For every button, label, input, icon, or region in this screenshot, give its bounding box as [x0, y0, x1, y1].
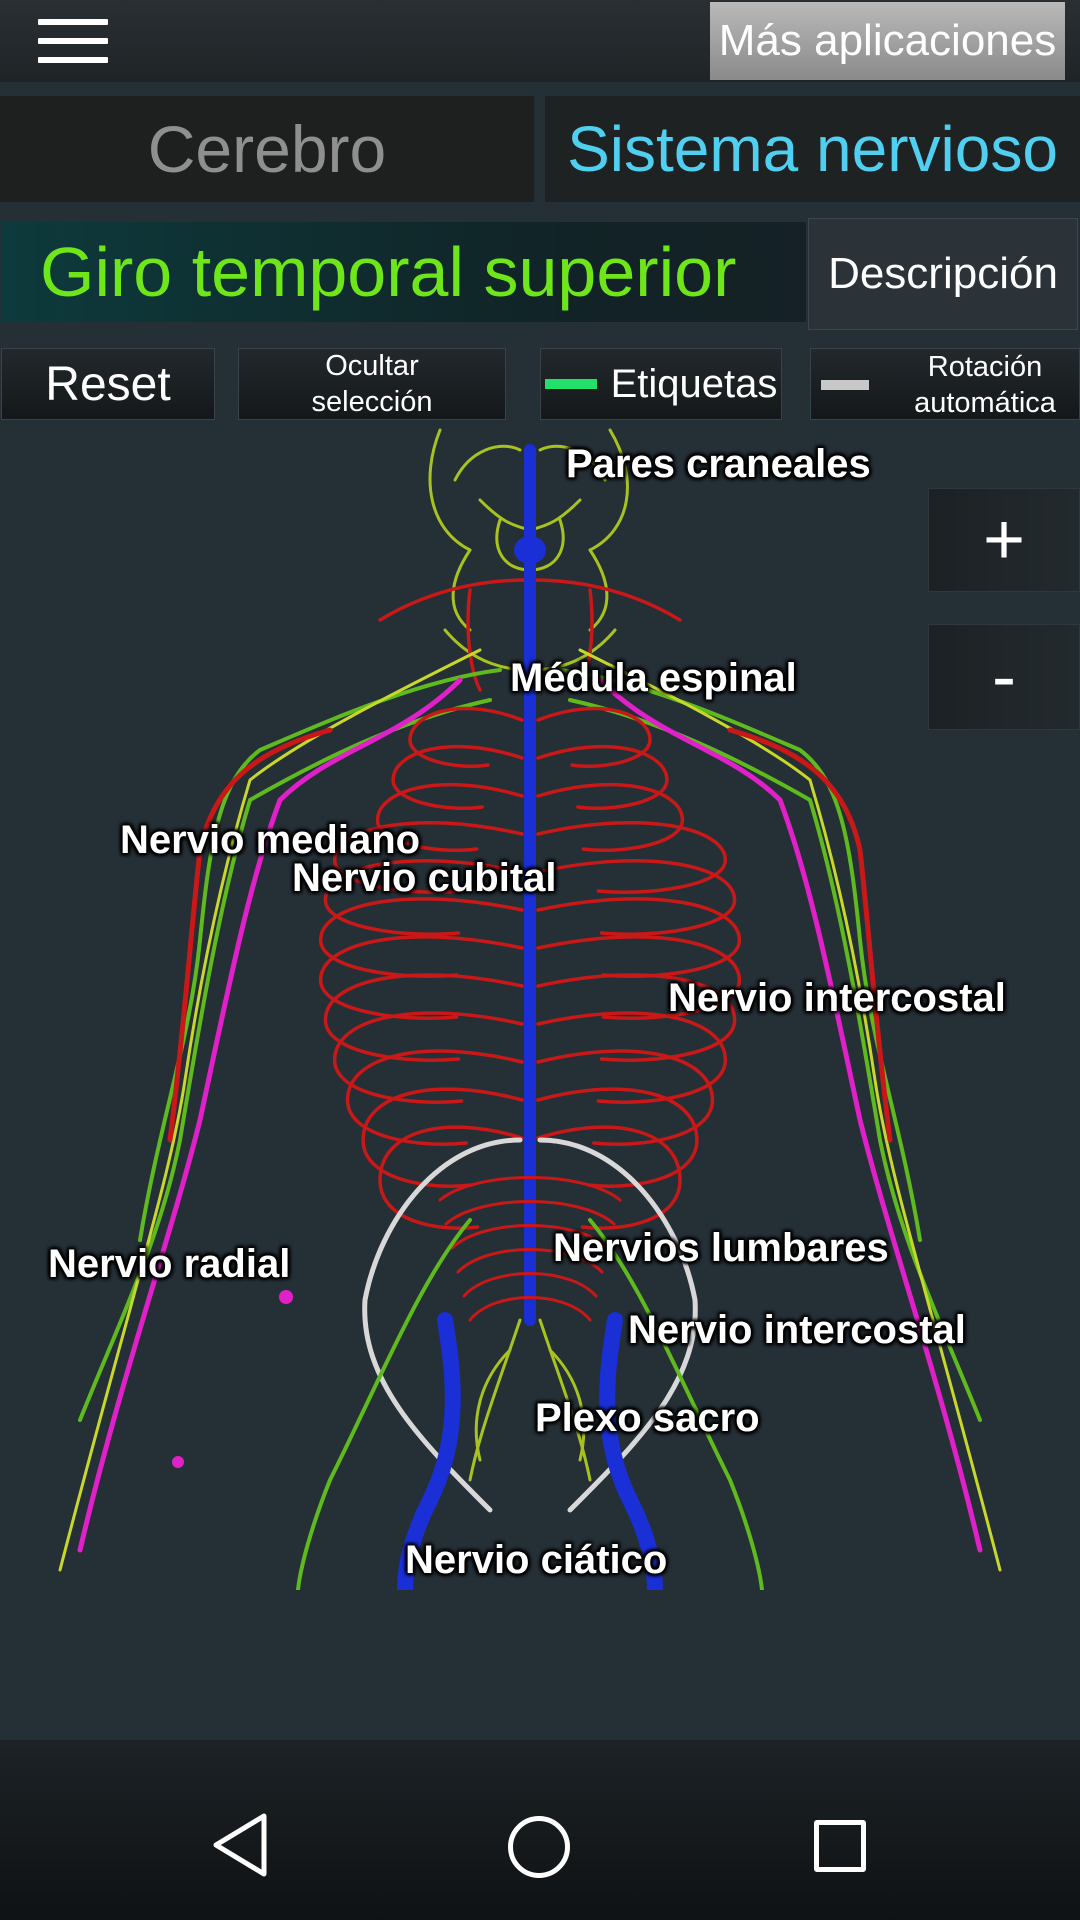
label-pares-craneales[interactable]: Pares craneales	[566, 442, 871, 486]
menu-bar	[38, 19, 108, 25]
auto-rotation-toggle-button[interactable]: Rotación automática	[810, 348, 1080, 420]
label-nervio-radial[interactable]: Nervio radial	[48, 1242, 291, 1286]
rib-shape	[536, 1011, 728, 1104]
rib-shape	[323, 859, 524, 936]
median-nerve-shape	[167, 727, 893, 1143]
hide-selection-label-line2: selección	[311, 386, 433, 418]
rib-shape	[536, 783, 685, 853]
label-nervios-lumbares[interactable]: Nervios lumbares	[553, 1226, 889, 1270]
ribs-shape	[318, 706, 742, 1230]
rib-shape	[375, 783, 524, 853]
tab-sistema-nervioso[interactable]: Sistema nervioso	[545, 96, 1080, 202]
rib-shape	[536, 973, 737, 1062]
description-button[interactable]: Descripción	[808, 218, 1078, 330]
labels-toggle-label: Etiquetas	[610, 361, 778, 406]
auto-rotation-label-line1: Rotación	[927, 351, 1043, 383]
back-triangle-icon[interactable]	[210, 1810, 270, 1880]
lumbar-curve-shape	[450, 1224, 610, 1250]
reset-button[interactable]: Reset	[1, 348, 215, 420]
hamburger-icon[interactable]	[24, 8, 120, 74]
rib-shape	[318, 897, 524, 978]
labels-indicator	[544, 379, 597, 389]
label-medula-espinal[interactable]: Médula espinal	[510, 656, 797, 700]
home-circle-icon[interactable]	[508, 1816, 570, 1878]
hide-selection-label-line1: Ocultar	[325, 350, 419, 382]
lumbar-curve-shape	[438, 1176, 622, 1202]
rib-shape	[536, 1125, 682, 1230]
label-plexo-sacro[interactable]: Plexo sacro	[535, 1396, 760, 1440]
rib-shape	[323, 973, 524, 1062]
selected-structure-title: Giro temporal superior	[2, 222, 806, 322]
lumbar-nerves-shape	[438, 1176, 622, 1322]
rib-shape	[536, 744, 669, 811]
rib-shape	[408, 706, 524, 768]
auto-rotation-indicator	[821, 380, 869, 390]
zoom-out-button[interactable]: -	[928, 624, 1080, 730]
label-nervio-ciatico[interactable]: Nervio ciático	[405, 1538, 668, 1582]
pelvis-shape	[362, 1137, 698, 1513]
rib-shape	[536, 820, 728, 894]
brainstem-shape	[514, 536, 546, 564]
rib-shape	[391, 744, 524, 811]
arm-nerves-yellow-shape	[58, 648, 1002, 1572]
lumbar-curve-shape	[444, 1200, 616, 1226]
ulnar-nerve-shape	[77, 677, 983, 1553]
nervous-system-model	[58, 428, 1002, 1590]
rib-shape	[332, 820, 524, 894]
label-nervio-intercostal-upper[interactable]: Nervio intercostal	[668, 976, 1006, 1020]
zoom-in-button[interactable]: +	[928, 488, 1080, 592]
leg-nerves-shape	[296, 1218, 764, 1590]
menu-bar	[38, 38, 108, 44]
intercostal-nerves-shape	[378, 578, 682, 692]
tab-cerebro[interactable]: Cerebro	[0, 96, 534, 202]
label-nervio-cubital[interactable]: Nervio cubital	[292, 856, 557, 900]
lumbar-curve-shape	[468, 1296, 592, 1322]
label-nervio-intercostal-lower[interactable]: Nervio intercostal	[628, 1308, 966, 1352]
rib-shape	[536, 1049, 715, 1146]
label-nervio-mediano[interactable]: Nervio mediano	[120, 818, 421, 862]
rib-shape	[536, 706, 652, 768]
rib-shape	[345, 1049, 524, 1146]
auto-rotation-label-line2: automática	[914, 387, 1056, 419]
sacral-plexus-shape	[468, 1318, 592, 1482]
rib-shape	[536, 897, 742, 978]
nervous-system-3d-view[interactable]: Pares craneales Médula espinal Nervio me…	[0, 420, 1080, 1590]
lumbar-curve-shape	[456, 1248, 604, 1274]
rib-shape	[332, 1011, 524, 1104]
recent-square-icon[interactable]	[814, 1820, 866, 1872]
menu-bar	[38, 57, 108, 63]
rib-shape	[378, 1125, 524, 1230]
rib-shape	[536, 859, 737, 936]
labels-toggle-button[interactable]: Etiquetas	[540, 348, 782, 420]
more-apps-button[interactable]: Más aplicaciones	[710, 2, 1065, 80]
lumbar-curve-shape	[462, 1272, 598, 1298]
label-marker-dots	[172, 1290, 293, 1468]
hide-selection-button[interactable]: Ocultar selección	[238, 348, 506, 420]
sciatic-nerve-shape	[397, 1312, 663, 1590]
